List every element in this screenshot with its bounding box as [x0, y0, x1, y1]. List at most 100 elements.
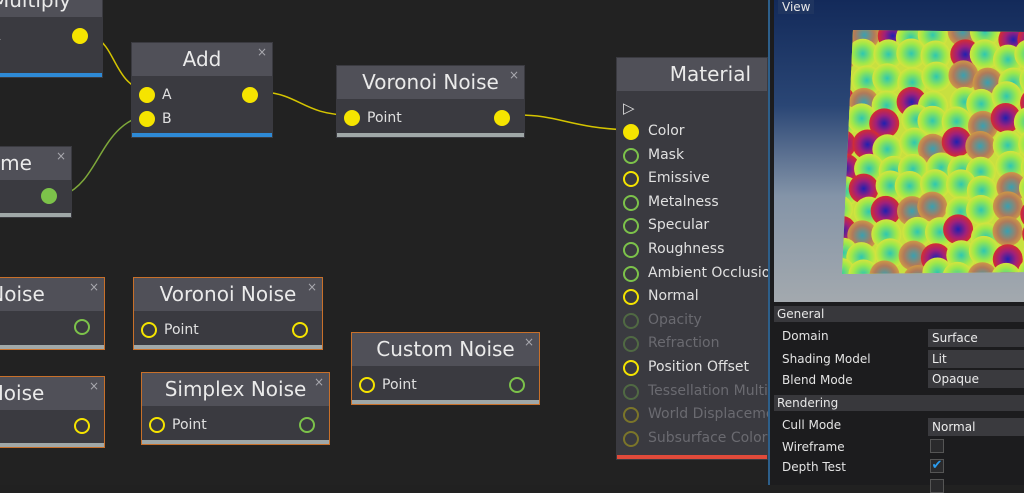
domain-dropdown[interactable]: Surface: [928, 329, 1024, 347]
section-general[interactable]: General: [774, 306, 1024, 322]
material-input-port[interactable]: [623, 430, 639, 447]
node-title: Multiply: [0, 0, 102, 17]
node-title: Voronoi Noise: [337, 66, 524, 99]
material-input-port[interactable]: [623, 360, 639, 376]
noise-cell: [842, 129, 856, 160]
node-title: n Noise: [0, 278, 104, 311]
noise-cell: [921, 61, 952, 92]
noise-partial-1-node[interactable]: n Noise ×: [0, 277, 105, 350]
depth-test-checkbox[interactable]: ✔: [930, 459, 944, 473]
close-icon[interactable]: ×: [313, 375, 324, 389]
add-node[interactable]: Add × A B: [131, 42, 273, 138]
noise-cell: [896, 38, 927, 69]
material-node[interactable]: Material ▷ Color Mask Emissive Metalness…: [616, 57, 768, 460]
material-input-port[interactable]: [623, 218, 639, 235]
noise-cell: [965, 131, 996, 162]
noise-cell: [917, 191, 948, 222]
right-panel: View General Domain Surface Shading Mode…: [768, 0, 1024, 493]
time-node[interactable]: me ×: [0, 146, 72, 218]
material-input-port[interactable]: [623, 124, 639, 140]
close-icon[interactable]: ×: [508, 68, 519, 82]
simplex-noise-node[interactable]: Simplex Noise × Point: [141, 372, 330, 445]
material-input-label: Refraction: [648, 335, 720, 352]
output-port[interactable]: [41, 188, 57, 204]
close-icon[interactable]: ×: [256, 45, 267, 59]
close-icon[interactable]: ×: [88, 379, 99, 393]
material-node-title: Material: [617, 58, 767, 91]
input-port-a[interactable]: [139, 87, 155, 103]
noise-cell: [917, 105, 948, 136]
close-icon[interactable]: ×: [306, 280, 317, 294]
voronoi-preview-mesh: [842, 30, 1024, 274]
material-input-port[interactable]: [623, 383, 639, 400]
custom-noise-node[interactable]: Custom Noise × Point: [351, 332, 540, 405]
noise-cell: [848, 259, 879, 274]
wire-voronoi-material: [517, 114, 631, 131]
output-port[interactable]: [74, 319, 90, 335]
close-icon[interactable]: ×: [523, 335, 534, 349]
material-input-port[interactable]: [623, 194, 639, 211]
node-bar: [337, 133, 524, 137]
voronoi-noise-1-node[interactable]: Voronoi Noise × Point: [336, 65, 525, 138]
output-port[interactable]: [509, 377, 525, 393]
node-bar: [0, 73, 102, 77]
noise-cell: [967, 262, 998, 274]
node-bar: [352, 400, 539, 404]
output-port[interactable]: [242, 87, 258, 103]
noise-cell: [847, 38, 878, 69]
noise-cell: [842, 257, 856, 274]
section-rendering[interactable]: Rendering: [774, 395, 1024, 411]
node-title: y Noise: [0, 377, 104, 410]
voronoi-noise-2-node[interactable]: Voronoi Noise × Point: [133, 277, 323, 350]
material-input-port[interactable]: [623, 147, 639, 164]
material-input-port[interactable]: [623, 312, 639, 329]
node-graph-canvas[interactable]: Multiply × A B Add × A B me × Voronoi No…: [0, 0, 768, 485]
material-input-port[interactable]: [623, 171, 639, 188]
noise-cell: [941, 126, 972, 157]
material-input-port[interactable]: [623, 265, 639, 282]
noise-cell: [847, 220, 878, 251]
output-port[interactable]: [72, 28, 88, 44]
noise-cell: [870, 195, 901, 226]
output-port[interactable]: [74, 418, 90, 434]
multiply-node[interactable]: Multiply × A B: [0, 0, 103, 78]
view-label: View: [778, 0, 815, 14]
material-output-arrow-icon[interactable]: ▷: [623, 99, 635, 117]
depth-write-checkbox[interactable]: [930, 479, 944, 493]
noise-cell: [848, 173, 879, 204]
output-port[interactable]: [299, 417, 315, 433]
noise-cell: [920, 169, 951, 200]
input-port-point[interactable]: [141, 322, 157, 338]
material-input-port[interactable]: [623, 242, 639, 258]
check-icon: ✔: [931, 458, 943, 473]
input-port-b[interactable]: [139, 111, 155, 127]
noise-cell: [992, 216, 1023, 247]
noise-partial-2-node[interactable]: y Noise ×: [0, 376, 105, 448]
noise-cell: [948, 60, 979, 91]
wireframe-checkbox[interactable]: [930, 439, 944, 453]
noise-cell: [922, 257, 953, 274]
noise-cell: [995, 150, 1024, 181]
noise-cell: [842, 42, 856, 73]
noise-cell: [873, 39, 904, 70]
blend-mode-dropdown[interactable]: Opaque: [928, 370, 1024, 388]
material-input-port[interactable]: [623, 289, 639, 306]
input-label: Point: [367, 110, 402, 126]
noise-cell: [898, 240, 929, 271]
wireframe-label: Wireframe: [782, 440, 845, 454]
output-port[interactable]: [292, 322, 308, 338]
node-bar: [0, 213, 71, 217]
input-port-point[interactable]: [344, 110, 360, 126]
close-icon[interactable]: ×: [55, 149, 66, 163]
input-port-point[interactable]: [359, 377, 375, 393]
material-input-port[interactable]: [623, 407, 639, 424]
input-port-point[interactable]: [149, 417, 165, 433]
cull-mode-dropdown[interactable]: Normal: [928, 418, 1024, 436]
noise-cell: [947, 30, 978, 47]
preview-viewport[interactable]: View: [774, 0, 1024, 302]
shading-model-dropdown[interactable]: Lit: [928, 350, 1024, 368]
close-icon[interactable]: ×: [88, 280, 99, 294]
cull-mode-label: Cull Mode: [782, 418, 842, 432]
output-port[interactable]: [494, 110, 510, 126]
material-input-port[interactable]: [623, 336, 639, 353]
